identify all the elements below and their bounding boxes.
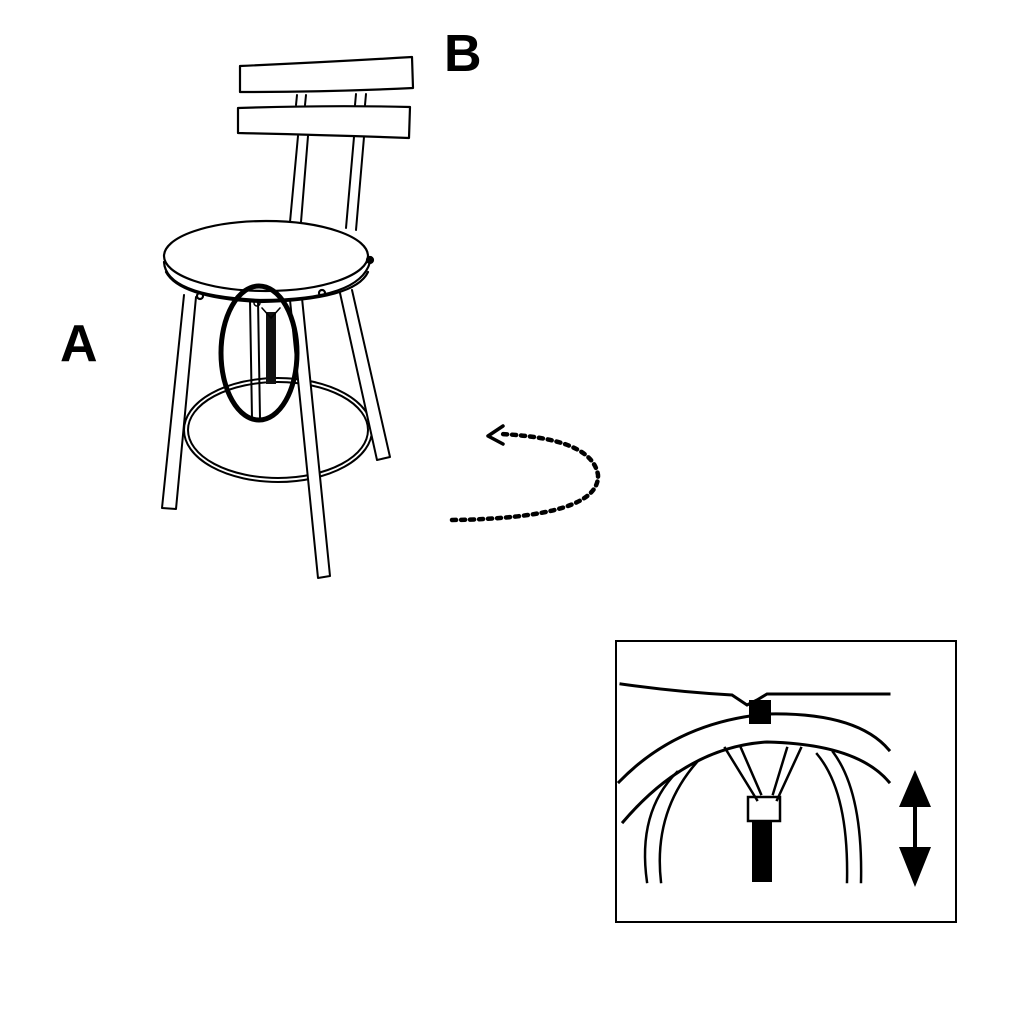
back-posts	[289, 93, 367, 231]
legs	[161, 289, 391, 579]
threaded-screw	[253, 299, 281, 384]
rotate-ccw-arrow-icon	[449, 424, 601, 523]
detail-inset	[615, 640, 957, 923]
seat	[162, 219, 375, 304]
backrest	[236, 55, 415, 140]
label-a: A	[60, 315, 98, 373]
up-down-arrow-icon	[899, 770, 931, 887]
screw-closeup	[617, 682, 931, 887]
center-post	[249, 299, 261, 419]
highlight-ellipse	[218, 283, 300, 423]
label-b: B	[444, 25, 482, 83]
foot-ring	[183, 377, 373, 483]
